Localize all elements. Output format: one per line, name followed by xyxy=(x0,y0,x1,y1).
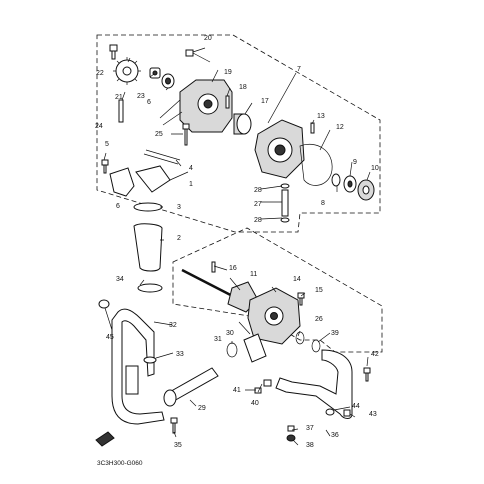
pump-housing xyxy=(159,79,233,133)
drive-gear xyxy=(113,57,141,85)
bolt-43 xyxy=(343,409,351,417)
hose-2 xyxy=(133,223,163,272)
pipe-29 xyxy=(163,367,219,407)
gear-washer xyxy=(149,67,161,79)
shaft-11-assembly xyxy=(181,261,259,313)
callout-label: 17 xyxy=(261,98,269,105)
callout-label: 19 xyxy=(224,69,232,76)
outlet-pipe-36 xyxy=(275,349,353,419)
clamp-34 xyxy=(137,283,163,293)
callout-label: 35 xyxy=(174,442,182,449)
bolt-5 xyxy=(101,159,109,174)
pin-18 xyxy=(225,95,230,109)
callout-label: 11 xyxy=(250,271,257,278)
housing-bolt-20 xyxy=(185,49,211,63)
seal-10 xyxy=(357,179,375,201)
inlet-pipe-1 xyxy=(135,165,171,193)
o-ring-31 xyxy=(226,342,238,358)
callout-label: 28 xyxy=(254,187,262,194)
cover-gasket xyxy=(299,144,333,186)
callout-label: 31 xyxy=(214,336,222,343)
front-arrow-icon xyxy=(95,431,115,447)
pump-cover xyxy=(254,119,305,179)
housing-bolt-25 xyxy=(182,123,190,146)
bolt-42 xyxy=(363,367,371,382)
callout-label: 44 xyxy=(352,403,360,410)
callout-label: 22 xyxy=(96,70,104,77)
pipe-30 xyxy=(243,333,267,363)
callout-label: 6 xyxy=(116,203,120,210)
pump-body-14 xyxy=(247,287,301,345)
clamp-44 xyxy=(325,408,335,416)
bolt-40-41 xyxy=(254,379,272,394)
diagram-code: 3C3H300-G060 xyxy=(97,460,143,467)
callout-label: 30 xyxy=(226,330,234,337)
callout-label: 32 xyxy=(169,322,177,329)
callout-label: 38 xyxy=(306,442,314,449)
bolt-15 xyxy=(297,292,305,306)
bracket-6 xyxy=(109,167,135,197)
callout-label: 7 xyxy=(297,66,301,73)
clip-45 xyxy=(98,299,110,309)
callout-label: 2 xyxy=(177,235,181,242)
callout-label: 16 xyxy=(229,265,237,272)
bolt-37-38 xyxy=(286,425,296,442)
callout-label: 28 xyxy=(254,217,262,224)
callout-label: 37 xyxy=(306,425,314,432)
bearing-upper xyxy=(161,73,175,89)
callout-label: 36 xyxy=(331,432,339,439)
callout-label: 12 xyxy=(336,124,344,131)
clamp-33 xyxy=(143,356,157,364)
lower-assembly-boundary xyxy=(172,227,383,353)
bearing-9 xyxy=(343,175,357,193)
o-ring-39 xyxy=(311,339,321,353)
callout-label: 21 xyxy=(115,94,123,101)
gear-bolt xyxy=(109,44,118,60)
drive-shaft xyxy=(118,99,124,123)
callout-label: 25 xyxy=(155,131,163,138)
callout-label: 29 xyxy=(198,405,206,412)
callout-label: 27 xyxy=(254,201,262,208)
callout-label: 10 xyxy=(371,165,379,172)
callout-label: 24 xyxy=(95,123,103,130)
callout-label: 39 xyxy=(331,330,339,337)
clip-4 xyxy=(143,149,181,165)
callout-label: 40 xyxy=(251,400,259,407)
callout-label: 43 xyxy=(369,411,377,418)
pipe-27 xyxy=(280,183,290,223)
callout-label: 18 xyxy=(239,84,247,91)
pin-13 xyxy=(310,122,315,134)
callout-label: 41 xyxy=(233,387,241,394)
callout-label: 20 xyxy=(204,35,212,42)
callout-label: 14 xyxy=(293,276,301,283)
callout-label: 5 xyxy=(105,141,109,148)
callout-label: 33 xyxy=(176,351,184,358)
callout-label: 4 xyxy=(189,165,193,172)
callout-label: 9 xyxy=(353,159,357,166)
callout-label: 26 xyxy=(315,316,323,323)
callout-label: 45 xyxy=(106,334,114,341)
o-ring-26 xyxy=(295,331,305,345)
callout-label: 1 xyxy=(189,181,193,188)
callout-label: 3 xyxy=(177,204,181,211)
callout-label: 23 xyxy=(137,93,145,100)
seal-8 xyxy=(331,173,341,187)
callout-label: 15 xyxy=(315,287,323,294)
bolt-35 xyxy=(170,417,178,434)
callout-label: 42 xyxy=(371,351,379,358)
callout-label: 34 xyxy=(116,276,124,283)
return-pipe-32 xyxy=(111,308,165,425)
hose-clamp-3 xyxy=(133,202,163,212)
rotor-cylinder xyxy=(233,113,252,135)
callout-label: 8 xyxy=(321,200,325,207)
callout-label: 13 xyxy=(317,113,325,120)
callout-label: 6 xyxy=(147,99,151,106)
